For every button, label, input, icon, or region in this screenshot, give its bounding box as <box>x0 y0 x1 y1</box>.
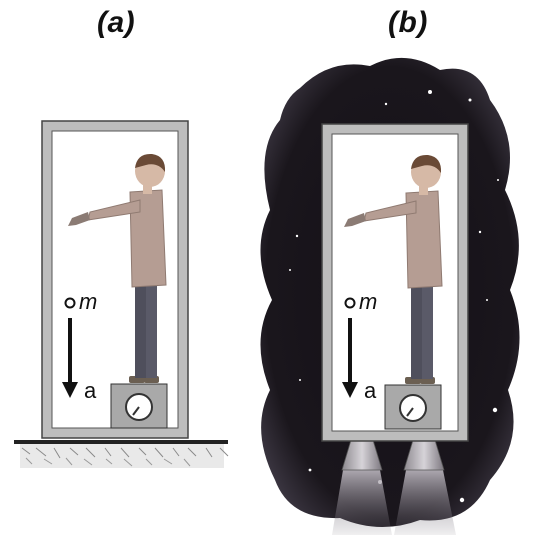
person <box>68 153 167 383</box>
panel-a-label: (a) <box>97 6 136 39</box>
panel-a: m a <box>14 120 229 468</box>
scale <box>110 383 168 429</box>
ground <box>14 440 229 468</box>
scale <box>384 384 442 430</box>
acceleration-label: a <box>84 378 97 403</box>
rocket-nozzles <box>341 439 445 471</box>
mass-label: m <box>359 289 377 314</box>
panel-b-label: (b) <box>388 6 428 39</box>
mass-ball <box>64 297 76 309</box>
mass-label: m <box>79 289 97 314</box>
mass-ball <box>344 297 356 309</box>
rocket-exhaust <box>332 470 456 535</box>
panel-b: m a <box>260 57 520 535</box>
acceleration-label: a <box>364 378 377 403</box>
person <box>344 154 443 384</box>
